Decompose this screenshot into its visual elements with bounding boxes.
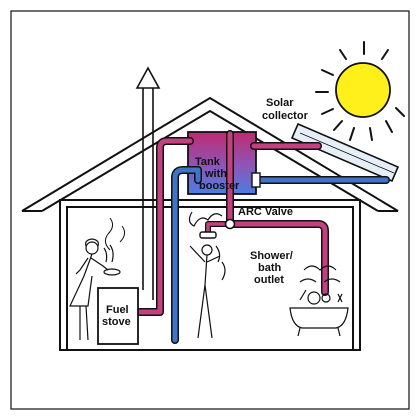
tank-label-line3: booster bbox=[199, 180, 240, 192]
cold-water-pipes bbox=[171, 166, 390, 344]
image-frame bbox=[10, 10, 410, 410]
fuel-stove bbox=[97, 287, 139, 345]
person-showering-icon bbox=[188, 211, 226, 339]
arc-valve bbox=[224, 218, 236, 230]
tank-label-line2: with bbox=[204, 168, 227, 180]
fuel-stove-label-line2: stove bbox=[102, 316, 131, 328]
shower-head bbox=[199, 231, 217, 239]
solar-collector-label-line2: collector bbox=[262, 110, 309, 122]
chimney-flue bbox=[142, 88, 154, 300]
steam-lines bbox=[104, 217, 126, 251]
collector-valve bbox=[251, 172, 261, 188]
shower-label-line2: bath bbox=[258, 262, 282, 274]
solar-collector-panel bbox=[290, 122, 400, 183]
hot-water-pipes bbox=[136, 130, 329, 316]
solar-collector-label-line1: Solar bbox=[266, 97, 294, 109]
sun-icon bbox=[315, 41, 405, 141]
person-cooking-icon bbox=[69, 238, 121, 341]
shower-label-line1: Shower/ bbox=[250, 250, 293, 262]
tank-label-line1: Tank bbox=[195, 156, 221, 168]
fuel-stove-label-line1: Fuel bbox=[106, 304, 129, 316]
up-arrow-icon bbox=[135, 66, 161, 89]
shower-label-line3: outlet bbox=[254, 274, 284, 286]
arc-valve-label: ARC Valve bbox=[238, 206, 293, 218]
bather-in-tub-icon bbox=[289, 265, 349, 337]
